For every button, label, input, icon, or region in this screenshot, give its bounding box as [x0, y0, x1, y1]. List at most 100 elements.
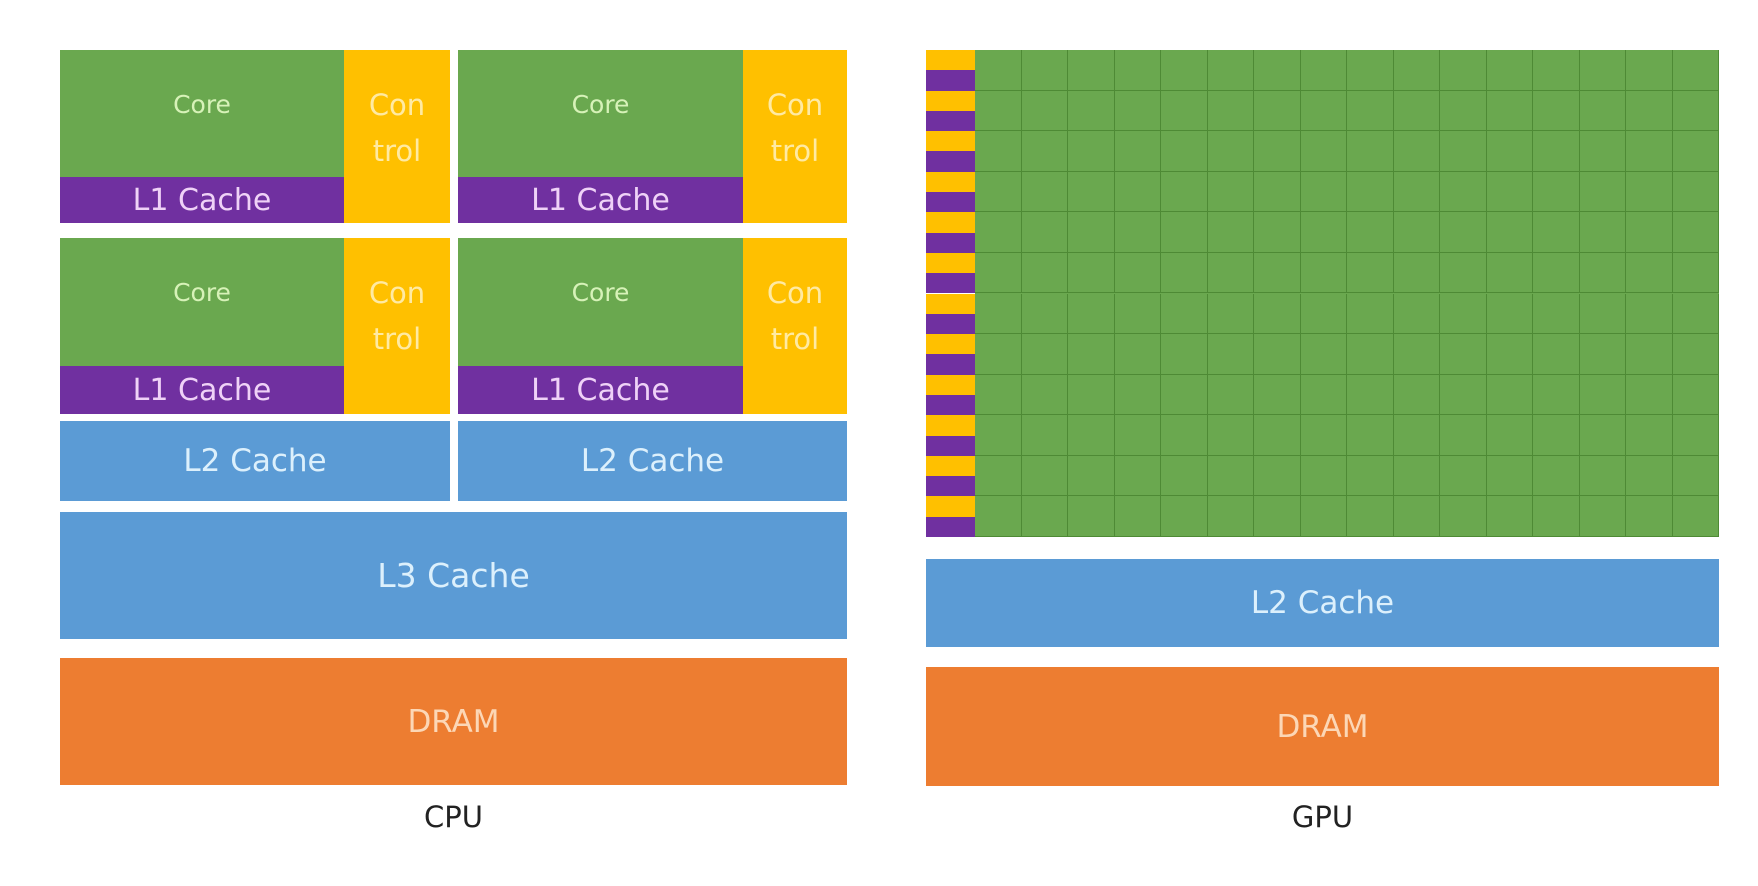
gpu-core-cell — [1021, 334, 1068, 375]
gpu-core-cell — [1579, 90, 1626, 132]
gpu-core-cell — [1393, 131, 1440, 172]
control-label-bottom: trol — [770, 322, 820, 356]
gpu-core-cell — [1486, 374, 1533, 416]
gpu-core-cell — [1579, 496, 1626, 537]
gpu-core-cell — [1207, 496, 1254, 537]
gpu-core-cell — [1114, 293, 1161, 335]
gpu-core-cell — [1254, 455, 1301, 497]
gpu-core-cell — [1161, 374, 1208, 416]
gpu-core-cell — [1347, 212, 1394, 253]
gpu-core-cell — [1068, 496, 1115, 537]
gpu-core-cell — [1347, 374, 1394, 416]
control-label-bottom: trol — [372, 322, 422, 356]
gpu-core-cell — [1161, 455, 1208, 497]
gpu-core-cell — [1300, 374, 1347, 416]
gpu-core-cell — [1021, 455, 1068, 497]
cpu-core-1: Core — [60, 50, 344, 177]
gpu-control-stripe — [926, 496, 975, 517]
gpu-core-cell — [1021, 131, 1068, 172]
gpu-core-cell — [1672, 50, 1719, 91]
gpu-core-cell — [1300, 50, 1347, 91]
gpu-core-cell — [1114, 212, 1161, 253]
gpu-core-cell — [1161, 90, 1208, 132]
gpu-core-cell — [1393, 374, 1440, 416]
gpu-core-cell — [1440, 131, 1487, 172]
gpu-core-cell — [1486, 252, 1533, 294]
gpu-l1-cache-stripe — [926, 476, 975, 497]
gpu-core-cell — [1672, 252, 1719, 294]
gpu-l1-cache-stripe — [926, 435, 975, 456]
gpu-core-cell — [1579, 415, 1626, 456]
gpu-core-cell — [1579, 252, 1626, 294]
gpu-control-stripe — [926, 455, 975, 477]
gpu-core-cell — [1626, 293, 1673, 335]
gpu-core-cell — [1393, 334, 1440, 375]
gpu-core-cell — [1021, 293, 1068, 335]
gpu-core-cell — [1021, 171, 1068, 213]
gpu-core-cell — [1579, 50, 1626, 91]
gpu-core-cell — [1533, 131, 1580, 172]
gpu-core-cell — [1207, 415, 1254, 456]
l1-cache-label: L1 Cache — [531, 182, 670, 218]
gpu-core-cell — [1161, 496, 1208, 537]
gpu-core-cell — [975, 252, 1022, 294]
gpu-core-cell — [1207, 212, 1254, 253]
gpu-core-cell — [1393, 90, 1440, 132]
gpu-core-cell — [1393, 293, 1440, 335]
gpu-core-cell — [975, 131, 1022, 172]
gpu-core-cell — [1068, 252, 1115, 294]
gpu-core-cell — [1254, 334, 1301, 375]
gpu-core-cell — [1254, 171, 1301, 213]
gpu-core-cell — [1626, 455, 1673, 497]
gpu-core-cell — [1068, 415, 1115, 456]
cpu-dram: DRAM — [60, 658, 847, 785]
gpu-core-cell — [1254, 374, 1301, 416]
gpu-l1-cache-stripe — [926, 70, 975, 91]
l3-cache-label: L3 Cache — [377, 556, 530, 595]
gpu-core-cell — [1486, 415, 1533, 456]
gpu-core-cell — [1626, 252, 1673, 294]
gpu-core-cell — [1347, 293, 1394, 335]
gpu-core-cell — [1393, 415, 1440, 456]
gpu-core-cell — [1114, 455, 1161, 497]
gpu-core-cell — [1207, 293, 1254, 335]
gpu-core-cell — [975, 496, 1022, 537]
control-label-bottom: trol — [372, 134, 422, 168]
gpu-core-cell — [1347, 455, 1394, 497]
gpu-core-cell — [1440, 374, 1487, 416]
gpu-core-cell — [1393, 252, 1440, 294]
gpu-core-cell — [1486, 293, 1533, 335]
gpu-core-cell — [1440, 293, 1487, 335]
cpu-core-4: Core — [458, 238, 743, 366]
gpu-control-stripe — [926, 374, 975, 395]
l1-cache-label: L1 Cache — [132, 372, 272, 408]
cpu-control-4: Con trol — [743, 238, 847, 414]
gpu-core-cell — [1161, 212, 1208, 253]
gpu-core-cell — [1440, 212, 1487, 253]
gpu-core-cell — [1440, 415, 1487, 456]
gpu-core-cell — [1254, 496, 1301, 537]
gpu-core-cell — [1486, 212, 1533, 253]
gpu-core-cell — [1626, 212, 1673, 253]
gpu-core-cell — [1347, 334, 1394, 375]
gpu-core-cell — [1486, 131, 1533, 172]
gpu-l1-cache-stripe — [926, 313, 975, 335]
core-label: Core — [173, 90, 231, 119]
core-label: Core — [571, 90, 630, 119]
gpu-core-cell — [1068, 50, 1115, 91]
gpu-control-stripe — [926, 334, 975, 355]
gpu-control-stripe — [926, 171, 975, 193]
gpu-l1-cache-stripe — [926, 394, 975, 416]
gpu-core-cell — [1254, 293, 1301, 335]
gpu-core-cell — [1533, 50, 1580, 91]
gpu-core-cell — [1533, 496, 1580, 537]
gpu-core-cell — [1161, 171, 1208, 213]
gpu-core-cell — [1626, 131, 1673, 172]
cpu-l1-cache-1: L1 Cache — [60, 177, 344, 223]
gpu-core-cell — [1393, 496, 1440, 537]
gpu-core-cell — [1347, 415, 1394, 456]
gpu-caption: GPU — [1291, 800, 1354, 834]
gpu-core-cell — [1254, 131, 1301, 172]
gpu-core-cell — [1393, 171, 1440, 213]
gpu-core-cell — [1626, 90, 1673, 132]
